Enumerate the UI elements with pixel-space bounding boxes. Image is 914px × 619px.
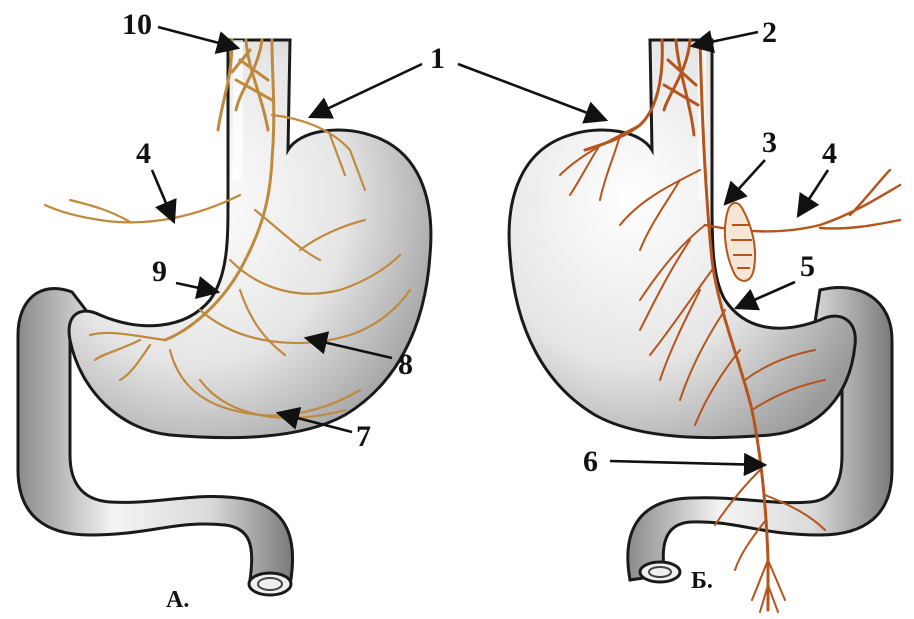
intestine-opening-right: [640, 562, 680, 582]
arrow-10: [158, 27, 238, 48]
label-10: 10: [122, 8, 152, 41]
label-3: 3: [762, 126, 777, 159]
label-7: 7: [356, 420, 371, 453]
label-9: 9: [152, 255, 167, 288]
arrow-4-left: [152, 170, 174, 222]
label-6: 6: [583, 445, 598, 478]
stomach-right: [509, 40, 855, 438]
label-2: 2: [762, 16, 777, 49]
arrow-1-right: [458, 64, 606, 120]
label-8: 8: [398, 348, 413, 381]
arrow-4-right: [798, 170, 828, 216]
arrow-9: [176, 283, 218, 292]
label-4-left: 4: [136, 137, 151, 170]
intestine-opening-left: [249, 573, 291, 595]
label-5: 5: [800, 250, 815, 283]
caption-left: А.: [166, 587, 189, 613]
posterior-view: [509, 40, 900, 612]
caption-right: Б.: [691, 568, 713, 594]
arrow-5: [736, 282, 795, 308]
label-4-right: 4: [822, 137, 837, 170]
label-1: 1: [430, 42, 445, 75]
anterior-view: [18, 40, 431, 595]
arrow-1-left: [310, 64, 422, 117]
arrow-3: [725, 160, 765, 204]
arrow-6: [610, 461, 765, 465]
celiac-ganglion: [725, 203, 755, 281]
